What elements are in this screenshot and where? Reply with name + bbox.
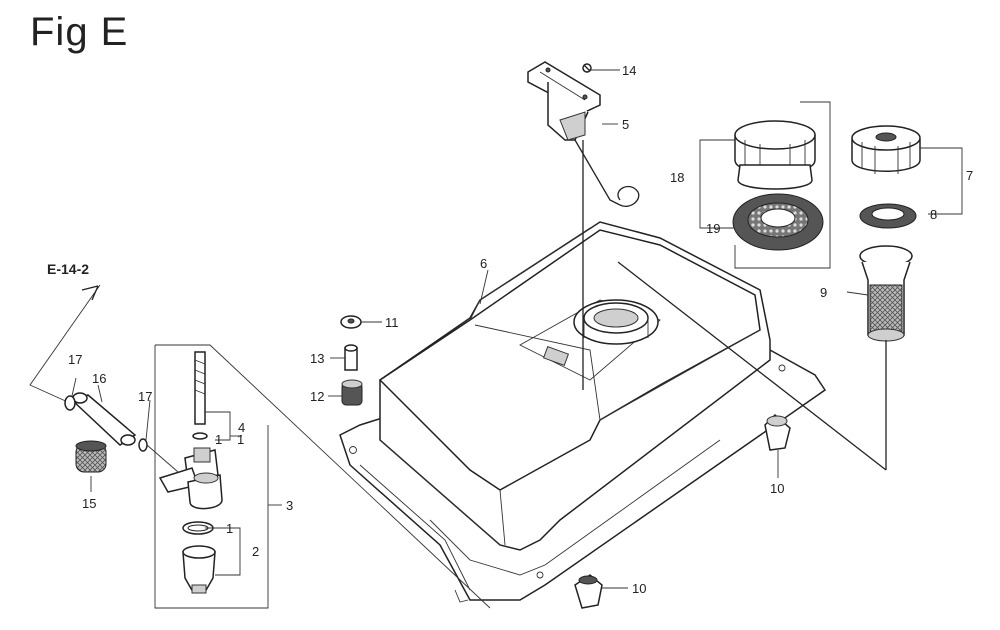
callout-3: 3 xyxy=(286,498,293,513)
cap-gasket xyxy=(732,193,824,251)
rubber-mount xyxy=(328,379,363,406)
callout-8: 8 xyxy=(930,207,937,222)
callout-6: 6 xyxy=(480,256,487,271)
fuel-gauge xyxy=(527,61,640,390)
callout-18: 18 xyxy=(670,170,684,185)
o-ring-large xyxy=(182,521,214,535)
callout-19: 19 xyxy=(706,221,720,236)
callout-14: 14 xyxy=(622,63,636,78)
callout-17-right: 17 xyxy=(138,389,152,404)
reference-arrow xyxy=(81,285,99,301)
callout-1-c: 1 xyxy=(215,432,222,447)
washer xyxy=(340,315,382,329)
callout-12: 12 xyxy=(310,389,324,404)
fuel-valve xyxy=(158,447,223,510)
cap-assembly-box xyxy=(734,101,831,269)
callout-10-bottom: 10 xyxy=(632,581,646,596)
filler-gasket xyxy=(859,203,917,229)
callout-16: 16 xyxy=(92,371,106,386)
callout-1-a: 1 xyxy=(237,432,244,447)
screw xyxy=(582,63,620,73)
callout-17-left: 17 xyxy=(68,352,82,367)
tank-cushion-bottom xyxy=(574,574,628,609)
tube-clip-right xyxy=(138,438,179,473)
filter-rod xyxy=(194,351,206,425)
bracket-2 xyxy=(205,527,241,576)
fuel-tube xyxy=(70,392,137,446)
callout-13: 13 xyxy=(310,351,324,366)
callout-5: 5 xyxy=(622,117,629,132)
o-ring-small xyxy=(192,432,208,440)
callout-2: 2 xyxy=(252,544,259,559)
callout-4: 4 xyxy=(238,420,245,435)
bracket-7-8 xyxy=(920,147,963,215)
tube-clip-left xyxy=(64,395,76,411)
valve-leader xyxy=(155,344,491,609)
sediment-cup xyxy=(182,545,216,594)
reference-label: E-14-2 xyxy=(47,261,89,277)
collar xyxy=(330,344,358,371)
valve-assembly-box xyxy=(154,345,269,609)
figure-title: Fig E xyxy=(30,10,129,54)
reference-leader xyxy=(29,284,101,404)
tank-cushion-right xyxy=(764,413,791,478)
callout-9: 9 xyxy=(820,285,827,300)
callout-15: 15 xyxy=(82,496,96,511)
fuel-cap xyxy=(734,120,816,190)
fuel-strainer xyxy=(617,245,913,471)
callout-11: 11 xyxy=(385,315,399,330)
bracket-4 xyxy=(205,411,231,441)
strainer-screen xyxy=(75,440,107,473)
callout-7: 7 xyxy=(966,168,973,183)
callout-leaders xyxy=(71,123,869,529)
bracket-18-19 xyxy=(699,139,735,229)
callout-1-b: 1 xyxy=(226,521,233,536)
callout-10-right: 10 xyxy=(770,481,784,496)
fuel-cap-alt xyxy=(851,125,921,174)
